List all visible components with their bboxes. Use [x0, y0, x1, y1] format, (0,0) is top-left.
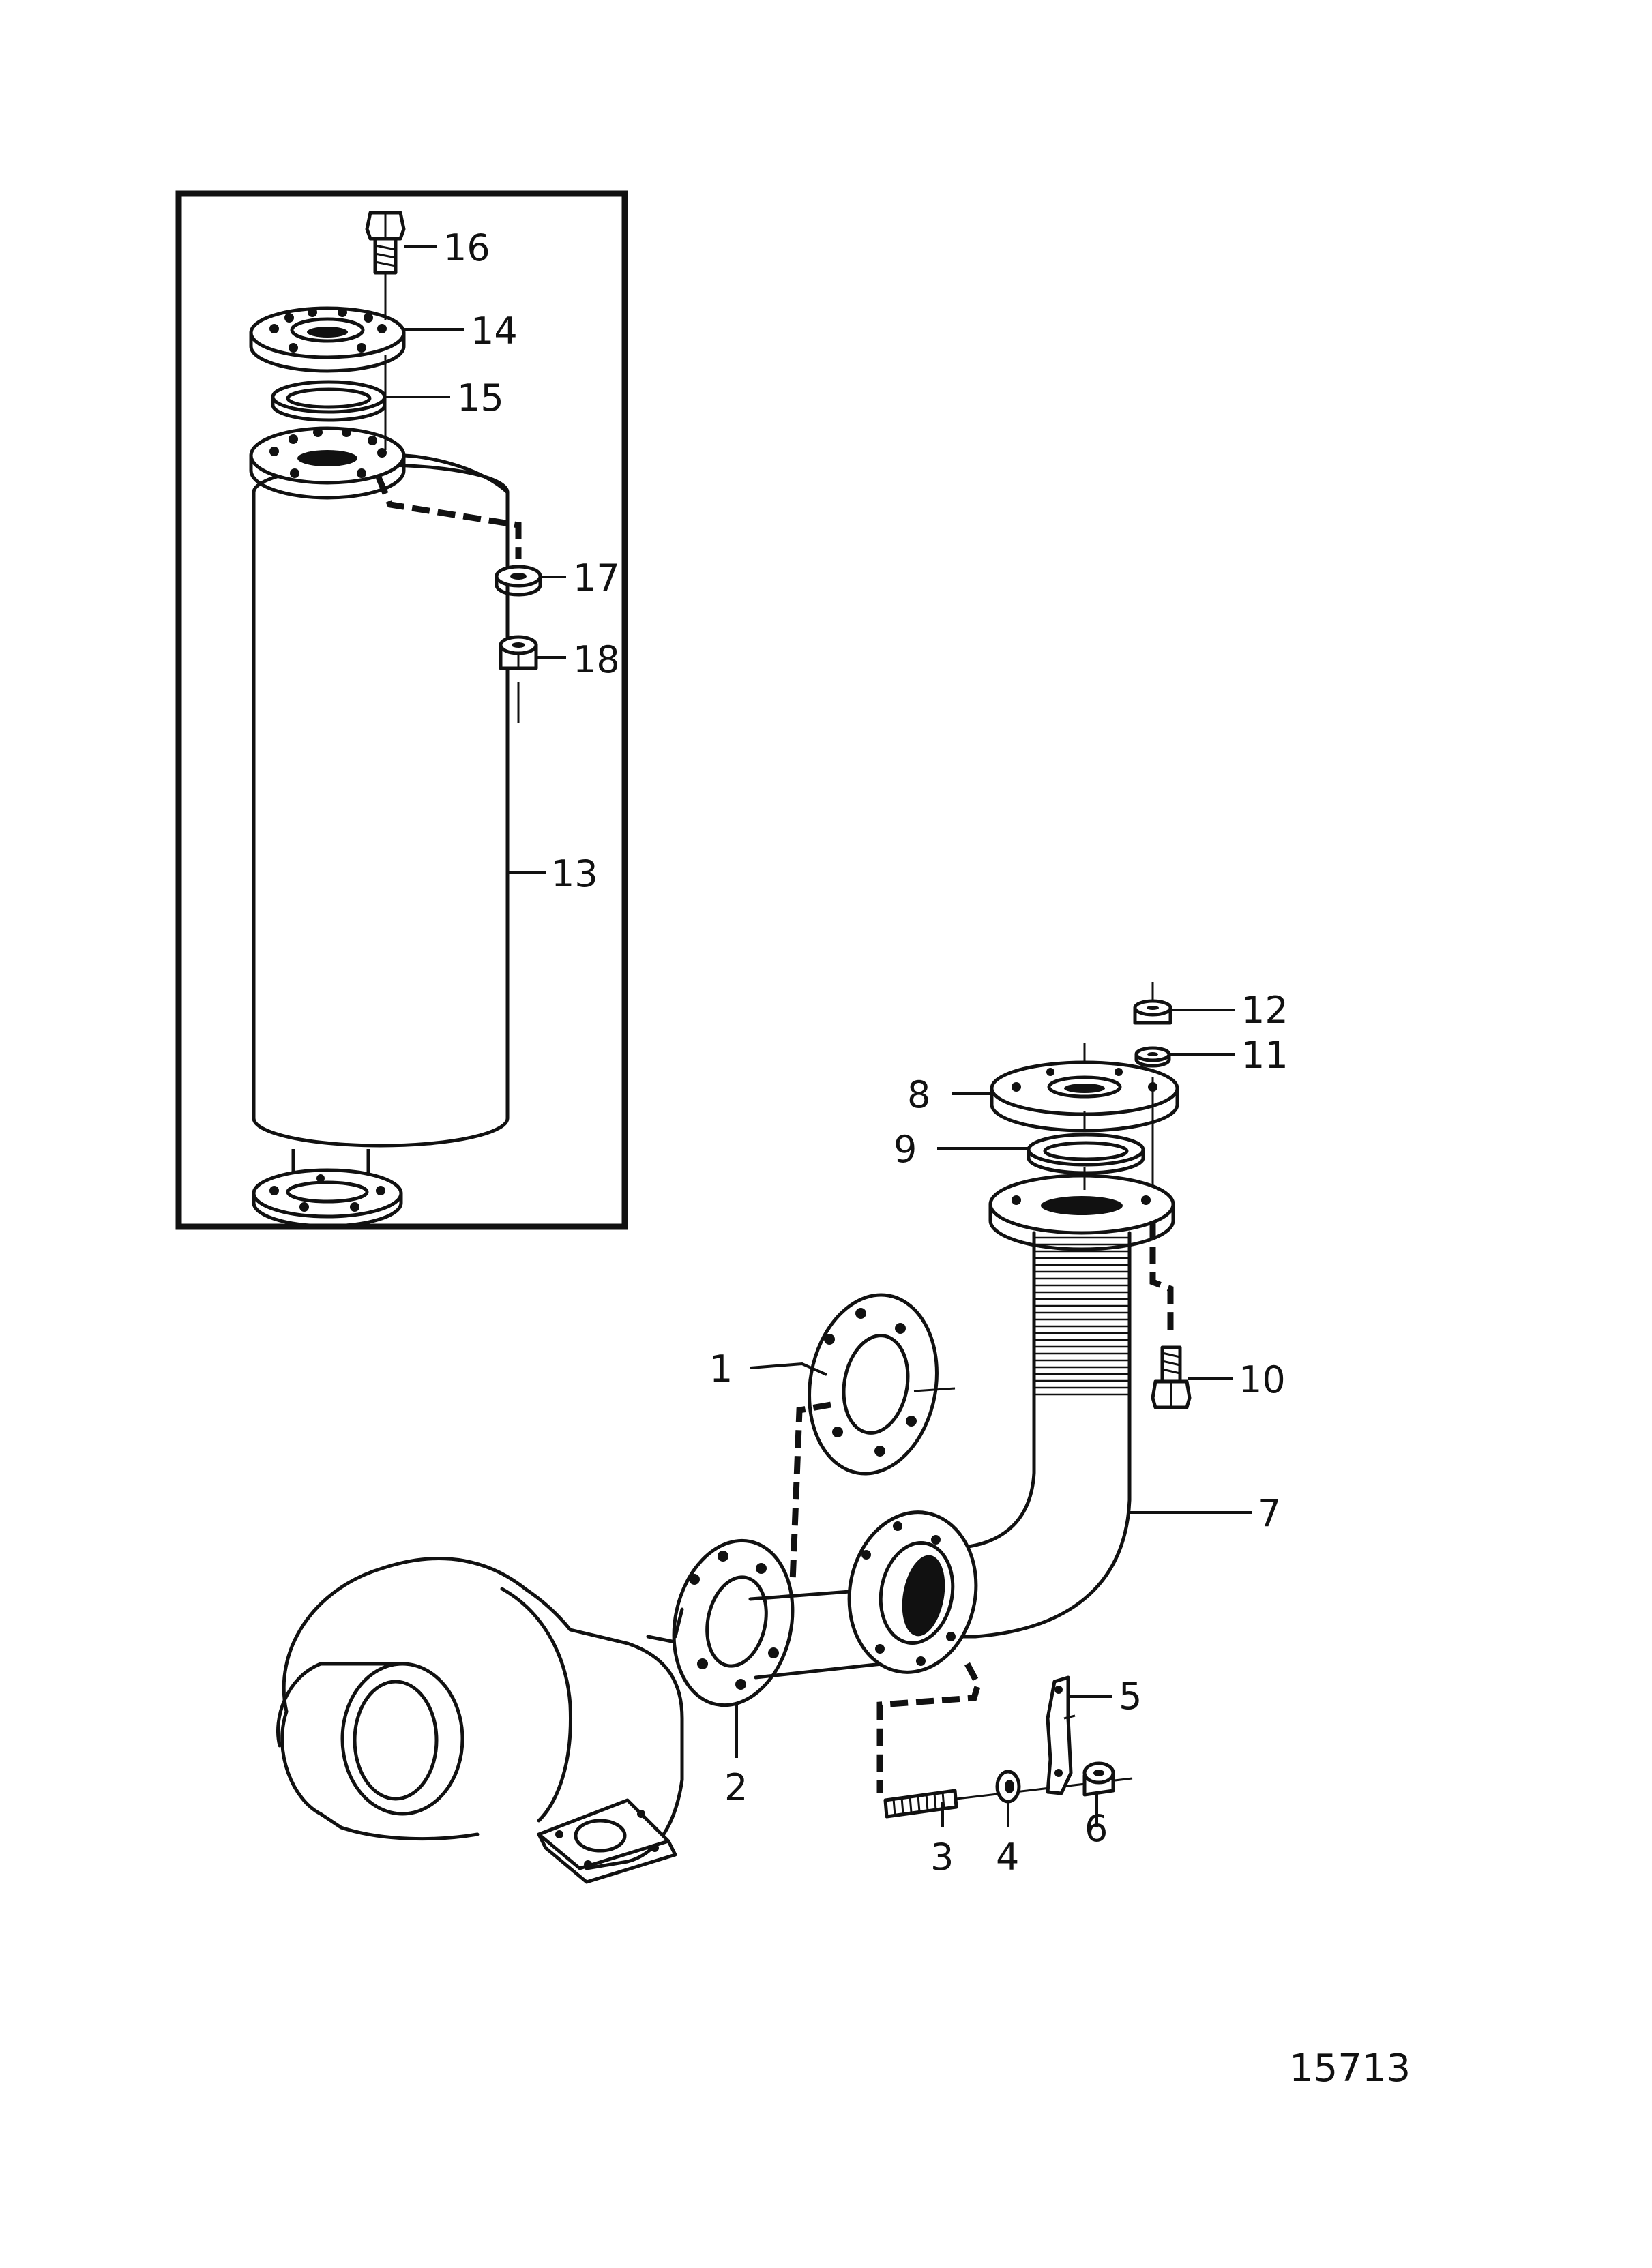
muffler-inset [175, 190, 628, 1230]
callout-1: 1 [709, 1347, 733, 1390]
part-10-bolt [1151, 1345, 1192, 1409]
part-11-washer [1134, 1046, 1171, 1068]
figure-number: 15713 [1289, 2046, 1411, 2091]
callout-15: 15 [457, 376, 504, 419]
part-2-flange [672, 1538, 795, 1707]
callout-14: 14 [471, 310, 518, 353]
callout-7: 7 [1258, 1492, 1281, 1535]
callout-2: 2 [724, 1766, 748, 1809]
callout-16: 16 [443, 226, 490, 269]
part-4-washer [995, 1770, 1021, 1804]
callout-11: 11 [1241, 1034, 1288, 1077]
leader-lines [385, 245, 1252, 1827]
part-12-nut [1133, 999, 1172, 1025]
part-6-nut [1082, 1761, 1115, 1797]
part-15-gasket [271, 380, 387, 422]
part-14-flange [249, 306, 406, 373]
part-3-stud [883, 1789, 958, 1819]
part-17-washer [495, 565, 542, 597]
stud-path-10 [1149, 1221, 1174, 1337]
turbocharger [276, 1557, 684, 1884]
callout-12: 12 [1241, 989, 1288, 1032]
callout-9: 9 [894, 1128, 917, 1171]
part-9-gasket [1027, 1133, 1145, 1175]
bellows-corrugations [1034, 1236, 1130, 1396]
callout-10: 10 [1239, 1358, 1286, 1401]
callout-5: 5 [1119, 1675, 1142, 1718]
callout-3: 3 [930, 1836, 954, 1879]
callout-13: 13 [551, 852, 598, 895]
part-1-flange [808, 1293, 939, 1476]
callout-4: 4 [996, 1836, 1019, 1879]
part-7-exhaust-bend [847, 1174, 1175, 1674]
callout-18: 18 [573, 638, 620, 681]
inset-frame [175, 190, 628, 1230]
part-18-nut [499, 635, 538, 670]
callout-labels: 1 2 3 4 5 6 7 8 9 10 11 12 13 14 15 16 1… [443, 226, 1288, 1879]
callout-6: 6 [1085, 1807, 1108, 1850]
callout-8: 8 [907, 1073, 930, 1116]
stud-path-3 [876, 1662, 982, 1793]
inset-stud-path [375, 476, 522, 559]
part-8-flange [990, 1060, 1179, 1133]
part-13-muffler [249, 426, 510, 1228]
part-16-bolt [365, 211, 406, 275]
callout-17: 17 [573, 556, 620, 599]
stud-path-1-2 [789, 1401, 831, 1583]
part-5-lock-plate [1046, 1675, 1076, 1795]
